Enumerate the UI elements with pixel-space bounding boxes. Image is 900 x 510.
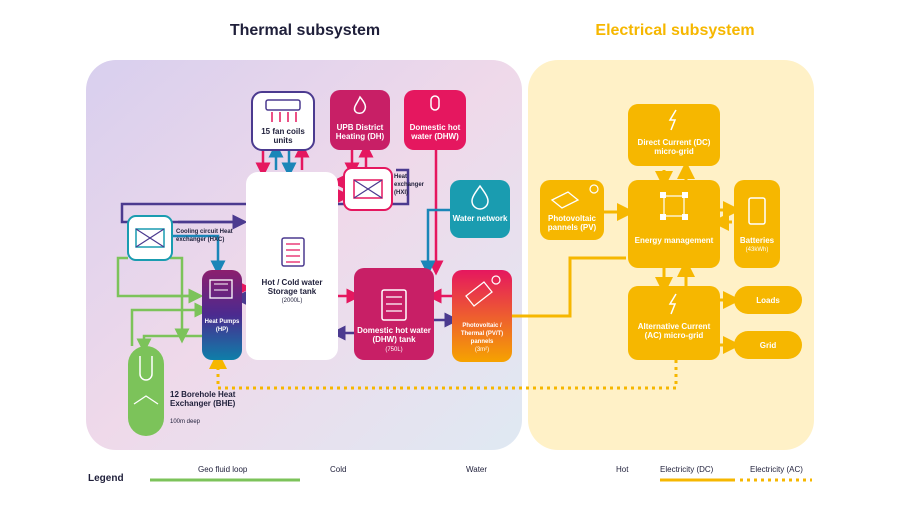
pvt-area: (3m²) bbox=[474, 347, 490, 353]
fan-coils-label: 15 fan coils units bbox=[261, 127, 305, 145]
district-heating-box bbox=[330, 90, 390, 150]
pv-box bbox=[540, 180, 604, 240]
legend-hot-label: Hot bbox=[616, 465, 629, 474]
legend-dc-label: Electricity (DC) bbox=[660, 465, 714, 474]
legend-cold-label: Cold bbox=[330, 465, 347, 474]
legend-water-label: Water bbox=[466, 465, 488, 474]
dc-grid-label: Direct Current (DC) micro-grid bbox=[637, 138, 711, 156]
pvt-label: Photovoltaic / Thermal (PV/T) pannels bbox=[460, 323, 504, 345]
district-heating-label: UPB District Heating (DH) bbox=[335, 123, 385, 141]
legend-ac-label: Electricity (AC) bbox=[750, 465, 803, 474]
pvt-box bbox=[452, 270, 512, 362]
bhe-label: 12 Borehole Heat Exchanger (BHE) bbox=[170, 390, 236, 408]
energy-management-label: Energy management bbox=[634, 236, 714, 245]
ac-grid-box bbox=[628, 286, 720, 360]
dhw-box bbox=[404, 90, 466, 150]
fan-coils-box bbox=[251, 91, 315, 151]
water-network-label: Water network bbox=[452, 214, 508, 223]
electrical-subsystem-title: Electrical subsystem bbox=[595, 22, 755, 39]
dhw-label: Domestic hot water (DHW) bbox=[409, 123, 461, 141]
bhe-box bbox=[128, 346, 164, 436]
cooling-hx-label: Cooling circuit Heat exchanger (HXC) bbox=[176, 229, 233, 243]
dhw-tank-volume: (750L) bbox=[385, 347, 403, 353]
energy-management-box bbox=[628, 180, 720, 268]
loads-box bbox=[734, 286, 802, 314]
batteries-capacity: (43kWh) bbox=[745, 247, 769, 253]
storage-tank-label: Hot / Cold water Storage tank bbox=[261, 278, 323, 296]
grid-box bbox=[734, 331, 802, 359]
grid-label: Grid bbox=[759, 341, 777, 350]
hxi-label: Heat exchanger (HXI) bbox=[394, 174, 425, 196]
dhw-tank-box bbox=[354, 268, 434, 360]
loads-label: Loads bbox=[756, 296, 780, 305]
batteries-label: Batteries bbox=[739, 236, 775, 245]
heat-pumps-label: Heat Pumps (HP) bbox=[204, 319, 240, 333]
ac-grid-label: Alternative Current (AC) micro-grid bbox=[637, 322, 711, 340]
bhe-depth: 100m deep bbox=[170, 419, 201, 425]
dc-grid-box bbox=[628, 104, 720, 166]
storage-tank-volume: (2000L) bbox=[281, 298, 303, 304]
legend-geo-label: Geo fluid loop bbox=[198, 465, 248, 474]
pv-label: Photovoltaic pannels (PV) bbox=[547, 214, 597, 232]
thermal-subsystem-title: Thermal subsystem bbox=[229, 22, 381, 39]
dhw-tank-label: Domestic hot water (DHW) tank bbox=[357, 326, 431, 344]
legend-title: Legend bbox=[88, 473, 124, 484]
